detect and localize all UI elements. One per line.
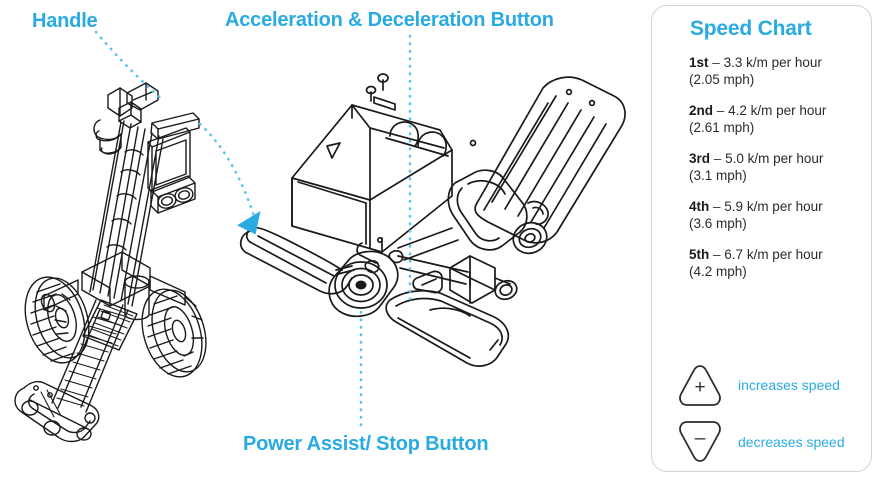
speed-row-kph: 5.0 k/m per hour (725, 151, 824, 166)
increase-speed-label: increases speed (738, 377, 840, 393)
speed-row: 4th – 5.9 k/m per hour (3.6 mph) (689, 198, 869, 232)
leader-line-handle-arrow (198, 122, 256, 218)
handle-assembly-figure (239, 73, 626, 367)
speed-row: 1st – 3.3 k/m per hour (2.05 mph) (689, 54, 869, 88)
speed-row-mph: (3.6 mph) (689, 216, 747, 231)
decrease-speed-label: decreases speed (738, 434, 845, 450)
wheel-left (24, 276, 90, 364)
plus-glyph: + (694, 377, 706, 398)
speed-row-ordinal: 4th (689, 199, 710, 214)
speed-row: 5th – 6.7 k/m per hour (4.2 mph) (689, 246, 869, 280)
speed-row-dash: – (713, 151, 722, 166)
product-illustration (14, 30, 626, 443)
speed-row-ordinal: 1st (689, 55, 709, 70)
speed-row-ordinal: 2nd (689, 103, 714, 118)
speed-row-dash: – (713, 199, 721, 214)
increase-speed-legend-row: + increases speed (674, 361, 840, 409)
speed-row-kph: 5.9 k/m per hour (724, 199, 823, 214)
speed-row-ordinal: 3rd (689, 151, 711, 166)
plus-triangle-up-icon[interactable]: + (674, 361, 726, 409)
speed-row-kph: 6.7 k/m per hour (724, 247, 823, 262)
wheel-right (141, 288, 207, 378)
speed-row-ordinal: 5th (689, 247, 710, 262)
callout-label-power-assist-stop-button: Power Assist/ Stop Button (243, 433, 489, 455)
callout-label-acceleration-deceleration-button: Acceleration & Deceleration Button (225, 9, 554, 31)
speed-row: 3rd – 5.0 k/m per hour (3.1 mph) (689, 150, 869, 184)
speed-row-kph: 3.3 k/m per hour (723, 55, 822, 70)
speed-chart-title: Speed Chart (690, 17, 812, 40)
minus-glyph: – (694, 428, 706, 449)
speed-chart-list: 1st – 3.3 k/m per hour (2.05 mph) 2nd – … (689, 54, 869, 294)
speed-row-mph: (2.05 mph) (689, 72, 755, 87)
minus-triangle-down-icon[interactable]: – (674, 418, 726, 466)
speed-row-kph: 4.2 k/m per hour (728, 103, 827, 118)
speed-chart-card: Speed Chart 1st – 3.3 k/m per hour (2.05… (651, 5, 872, 472)
speed-row-mph: (4.2 mph) (689, 264, 747, 279)
speed-row-dash: – (712, 55, 720, 70)
decrease-speed-legend-row: – decreases speed (674, 418, 845, 466)
leader-arrowhead-icon (237, 210, 261, 235)
speed-row-mph: (3.1 mph) (689, 168, 747, 183)
trolley-figure (14, 82, 207, 443)
speed-row-dash: – (713, 247, 721, 262)
callout-label-handle: Handle (32, 10, 98, 32)
speed-row-mph: (2.61 mph) (689, 120, 755, 135)
speed-row: 2nd – 4.2 k/m per hour (2.61 mph) (689, 102, 869, 136)
leader-line-handle (94, 30, 165, 102)
speed-row-dash: – (716, 103, 725, 118)
